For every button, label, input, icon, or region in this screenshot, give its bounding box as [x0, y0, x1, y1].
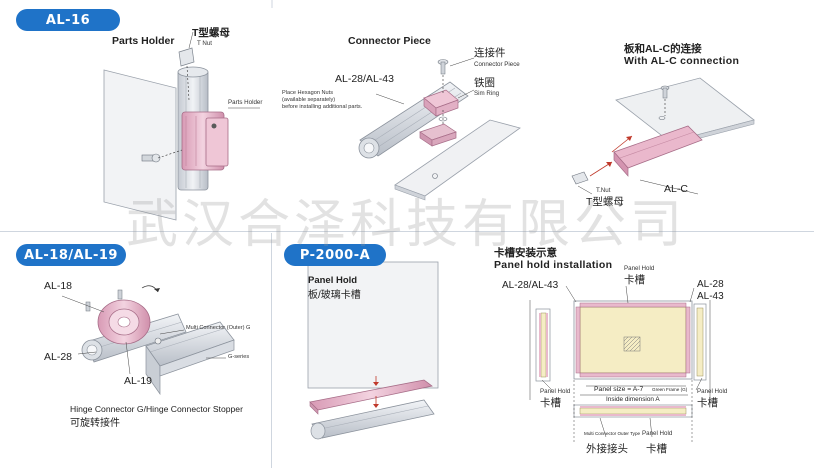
install-inside-line: Inside dimension A	[606, 396, 660, 403]
tnut-icon	[571, 171, 589, 185]
connector-title: Connector Piece	[348, 35, 431, 47]
p2000-title-cn: 板/玻璃卡槽	[308, 290, 361, 301]
install-right-28: AL-28	[697, 279, 724, 290]
al16-tnut-cn: T型螺母	[192, 27, 230, 39]
badge-al18: AL-18/AL-19	[16, 244, 126, 266]
hatch-icon	[623, 336, 641, 352]
alc-tnut-en: T.Nut	[596, 187, 611, 194]
alc-title-en: With AL-C connection	[624, 55, 740, 67]
install-right-hold-en: Panel Hold	[697, 388, 728, 395]
install-left-profile: AL-28/AL-43	[502, 280, 559, 291]
install-bottom-hold: Panel Hold	[642, 430, 673, 437]
connector-note-1: Place Hexagon Nuts	[282, 90, 333, 96]
install-bottom-cn-left: 外接接头	[586, 443, 628, 455]
install-title-en: Panel hold installation	[494, 259, 613, 271]
connector-profile-label: AL-28/AL-43	[335, 73, 394, 85]
p2000-title-en: Panel Hold	[308, 275, 358, 286]
al18-drawing	[61, 285, 235, 396]
al16-drawing	[103, 31, 260, 221]
al18-caption-en: Hinge Connector G/Hinge Connector Stoppe…	[70, 404, 243, 414]
al18-caption-cn: 可旋转接件	[70, 418, 120, 429]
install-right-43: AL-43	[697, 291, 724, 302]
al18-multi-label: Multi Connector (Outer) G	[186, 325, 251, 331]
connector-note-3: before installing additional parts.	[282, 104, 363, 110]
install-top-hold-cn: 卡槽	[624, 274, 645, 286]
al18-label-19: AL-19	[124, 375, 153, 387]
install-bottom-connector: Multi Connector Outer Type	[584, 431, 641, 436]
install-drawing	[529, 285, 711, 442]
screw-icon	[141, 153, 161, 163]
connector-piece-en: Connector Piece	[474, 61, 520, 68]
install-right-hold-cn: 卡槽	[697, 397, 718, 409]
connector-ring-cn: 铁圈	[474, 77, 495, 89]
install-size-line: Panel size = A-7	[594, 386, 644, 393]
alc-title-cn: 板和AL-C的连接	[624, 43, 702, 55]
install-left-hold-cn: 卡槽	[540, 397, 561, 409]
al18-label-28: AL-28	[44, 351, 73, 363]
bolt-icon	[437, 59, 449, 75]
al18-gseries-label: G-series	[228, 354, 250, 360]
install-top-hold-en: Panel Hold	[624, 265, 655, 272]
al16-parts-holder-label: Parts Holder	[228, 99, 263, 106]
connector-ring-en: Sim Ring	[474, 90, 500, 97]
screw-icon	[660, 85, 670, 99]
al16-title: Parts Holder	[112, 35, 175, 47]
install-title-cn: 卡槽安装示意	[494, 247, 557, 259]
install-bottom-cn-right: 卡槽	[646, 443, 667, 455]
badge-p2000: P-2000-A	[284, 244, 386, 266]
install-left-hold: Panel Hold	[540, 388, 571, 395]
connector-piece-cn: 连接件	[474, 47, 506, 59]
p2000-drawing	[307, 261, 439, 440]
al16-tnut-en: T Nut	[197, 40, 213, 47]
install-green-frame: Green Frame (G)	[652, 387, 688, 392]
connector-note-2: (available separately)	[282, 97, 336, 103]
alc-profile-label: AL-C	[664, 183, 688, 195]
al18-label-18: AL-18	[44, 280, 73, 292]
badge-al16: AL-16	[16, 9, 120, 31]
connector-drawing	[358, 57, 521, 201]
alc-drawing	[571, 77, 755, 195]
alc-tnut-cn: T型螺母	[586, 196, 624, 208]
